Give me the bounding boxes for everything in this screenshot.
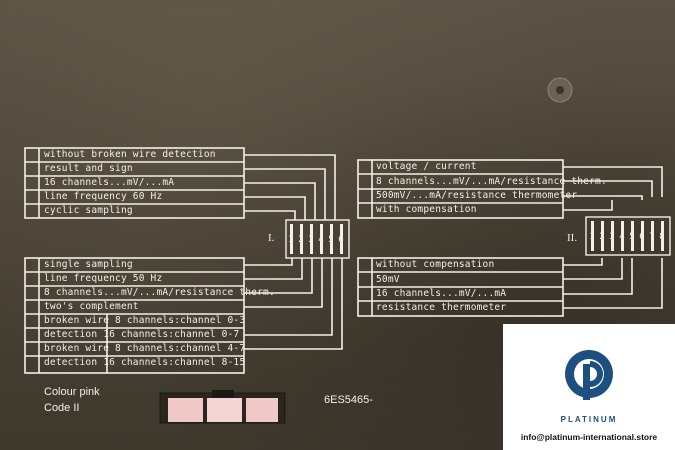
- switch-pin-number: 1: [288, 235, 294, 245]
- label-row: 500mV/...mA/resistance thermometer: [376, 190, 578, 201]
- colour-label: Colour pink: [44, 386, 100, 398]
- watermark-logo: PLATINUM info@platinum-international.sto…: [503, 324, 675, 450]
- label-row: without broken wire detection: [44, 149, 216, 160]
- switch-pin-number: 3: [609, 232, 615, 242]
- switch-pin-number: 5: [629, 232, 635, 242]
- switch-pin-number: 3: [308, 235, 314, 245]
- label-row: single sampling: [44, 259, 133, 270]
- label-row: detection 16 channels:channel 0-7: [44, 329, 240, 340]
- platinum-logo-icon: [565, 350, 613, 400]
- switch-pin-number: 6: [639, 232, 645, 242]
- label-row: broken wire 8 channels:channel 0-3: [44, 315, 246, 326]
- label-row: voltage / current: [376, 161, 477, 172]
- label-row: two's complement: [44, 301, 139, 312]
- code-label: Code II: [44, 402, 80, 414]
- part-number: 6ES5465-: [324, 394, 373, 406]
- label-row: 16 channels...mV/...mA: [376, 288, 507, 299]
- switch-pin-number: 7: [649, 232, 655, 242]
- brand-name: PLATINUM: [560, 415, 618, 424]
- label-row: detection 16 channels:channel 8-15: [44, 357, 246, 368]
- switch-pin-number: 4: [619, 232, 625, 242]
- switch-ii-label: II.: [567, 232, 578, 244]
- switch-pin-number: 2: [298, 235, 304, 245]
- switch-pin-number: 1: [589, 232, 595, 242]
- switch-pin-number: 8: [659, 232, 665, 242]
- switch-pin-number: 2: [599, 232, 605, 242]
- switch-pin-number: 4: [318, 235, 324, 245]
- label-row: 16 channels...mV/...mA: [44, 177, 175, 188]
- label-row: result and sign: [44, 163, 133, 174]
- label-row: 8 channels...mV/...mA/resistance therm.: [44, 287, 275, 298]
- label-row: resistance thermometer: [376, 302, 507, 313]
- label-row: with compensation: [376, 204, 477, 215]
- label-row: 50mV: [376, 274, 400, 285]
- switch-pin-number: 5: [328, 235, 334, 245]
- label-row: broken wire 8 channels:channel 4-7: [44, 343, 246, 354]
- label-row: line frequency 60 Hz: [44, 191, 163, 202]
- label-row: without compensation: [376, 259, 495, 270]
- contact-email[interactable]: info@platinum-international.store: [520, 432, 658, 442]
- label-row: cyclic sampling: [44, 205, 133, 216]
- label-row: line frequency 50 Hz: [44, 273, 163, 284]
- switch-pin-number: 6: [338, 235, 344, 245]
- switch-i-label: I.: [268, 232, 275, 244]
- label-row: 8 channels...mV/...mA/resistance therm.: [376, 176, 607, 187]
